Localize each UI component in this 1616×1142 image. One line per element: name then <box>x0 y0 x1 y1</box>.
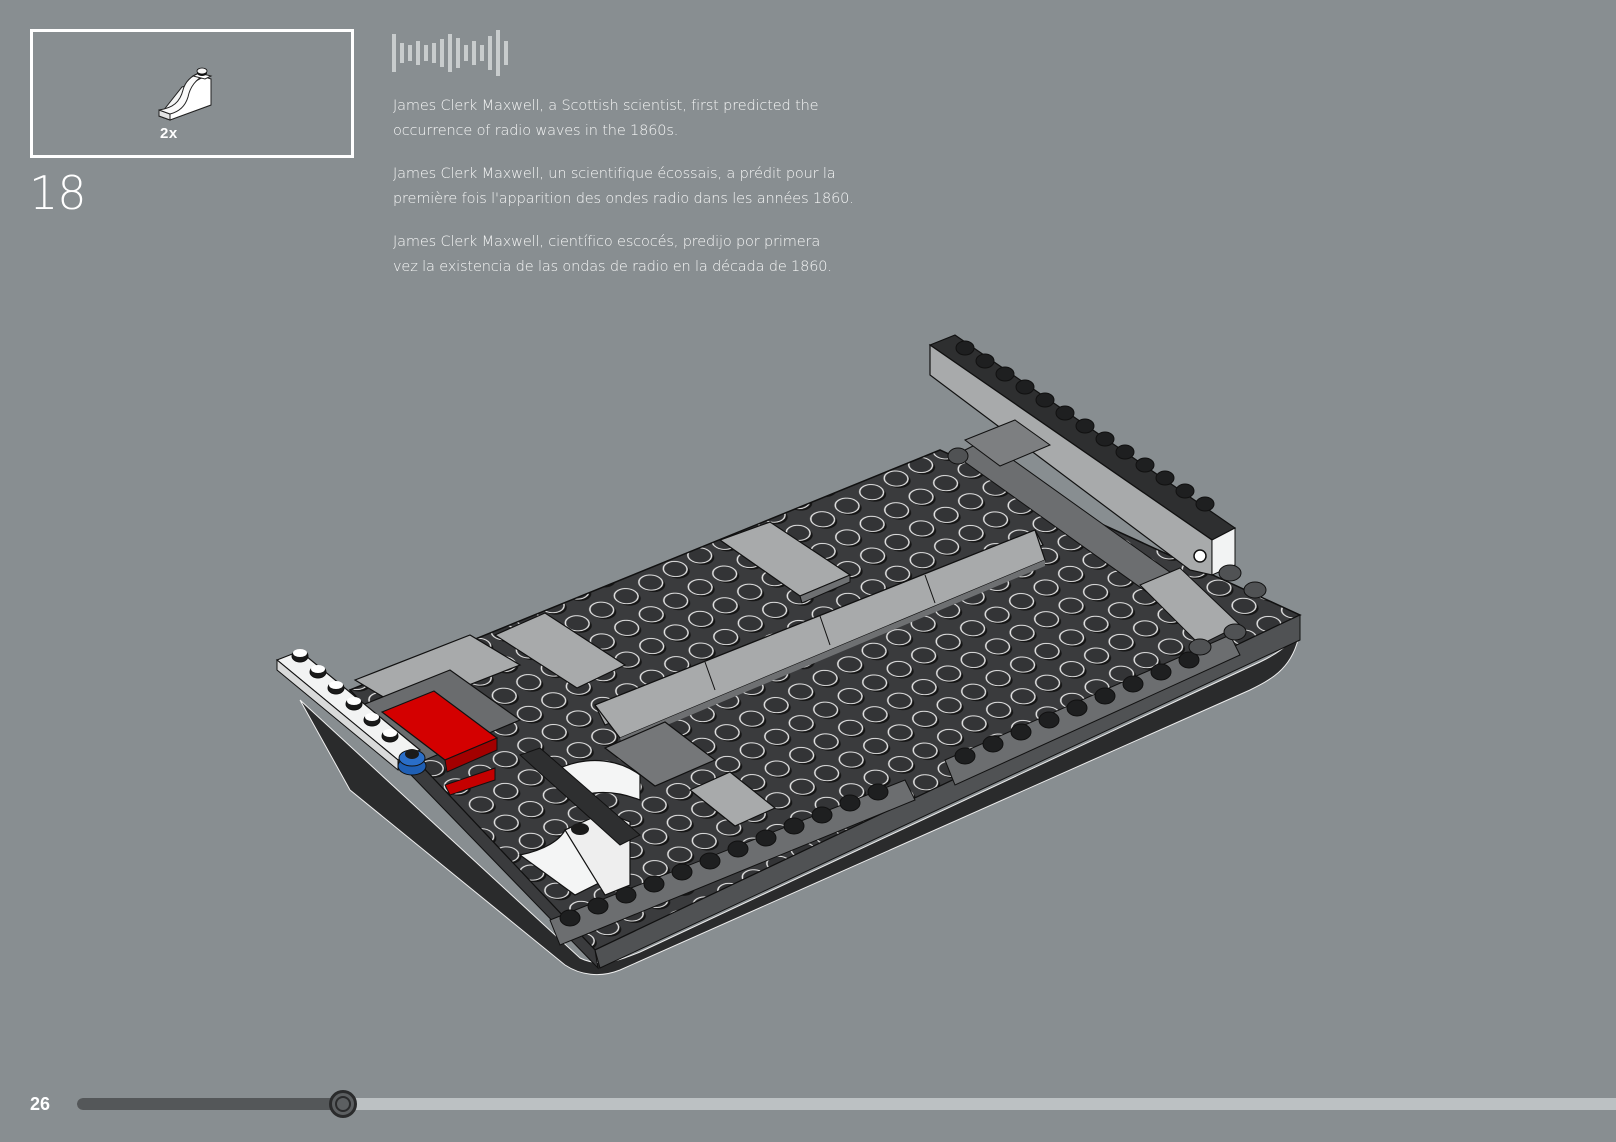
fact-line: James Clerk Maxwell, científico escocés,… <box>393 234 821 250</box>
fact-line: occurrence of radio waves in the 1860s. <box>393 123 679 139</box>
fact-line: première fois l'apparition des ondes rad… <box>393 191 854 207</box>
fact-paragraph-es: James Clerk Maxwell, científico escocés,… <box>393 230 863 280</box>
parts-callout-box: 2x <box>30 29 354 158</box>
fact-line: James Clerk Maxwell, un scientifique éco… <box>393 166 836 182</box>
progress-fill <box>77 1098 343 1110</box>
page-number: 26 <box>30 1094 51 1114</box>
step-number: 18 <box>29 166 87 220</box>
progress-track <box>77 1098 1616 1110</box>
audio-waveform-icon <box>392 30 508 76</box>
part-quantity-label: 2x <box>160 125 178 142</box>
fact-line: James Clerk Maxwell, a Scottish scientis… <box>393 98 819 114</box>
fact-paragraph-fr: James Clerk Maxwell, un scientifique éco… <box>393 162 863 212</box>
fact-paragraph-en: James Clerk Maxwell, a Scottish scientis… <box>393 94 863 144</box>
fact-line: vez la existencia de las ondas de radio … <box>393 259 832 275</box>
white-arch-brick-icon <box>158 67 213 121</box>
progress-knob[interactable] <box>329 1090 357 1118</box>
fact-text-block: James Clerk Maxwell, a Scottish scientis… <box>393 94 863 298</box>
